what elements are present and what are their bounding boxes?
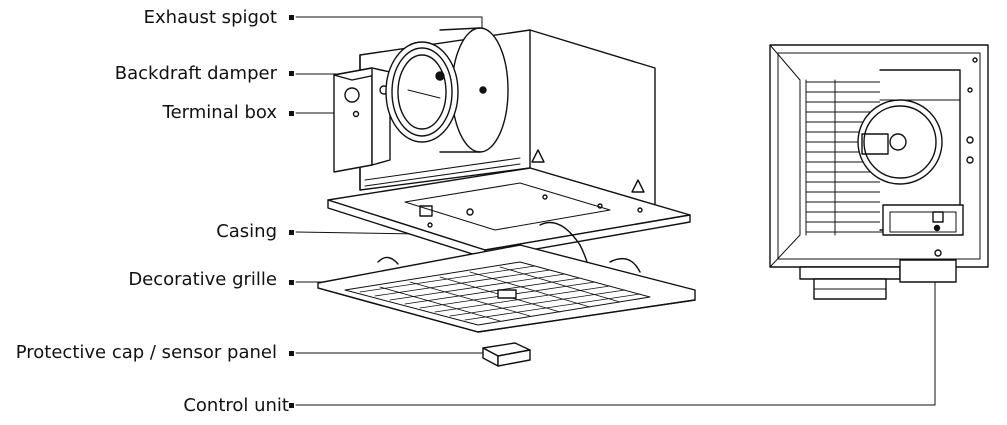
- label-casing: Casing: [216, 221, 277, 242]
- fan-unit-side-view: [769, 44, 989, 300]
- label-protective-cap: Protective cap / sensor panel: [15, 342, 277, 363]
- label-exhaust-spigot: Exhaust spigot: [143, 7, 277, 28]
- label-terminal-box: Terminal box: [162, 102, 277, 123]
- label-backdraft-damper: Backdraft damper: [114, 63, 277, 84]
- grille-slats: [359, 265, 641, 322]
- label-decorative-grille: Decorative grille: [128, 269, 277, 290]
- fan-unit-main: [317, 27, 696, 367]
- label-control-unit: Control unit: [183, 395, 289, 416]
